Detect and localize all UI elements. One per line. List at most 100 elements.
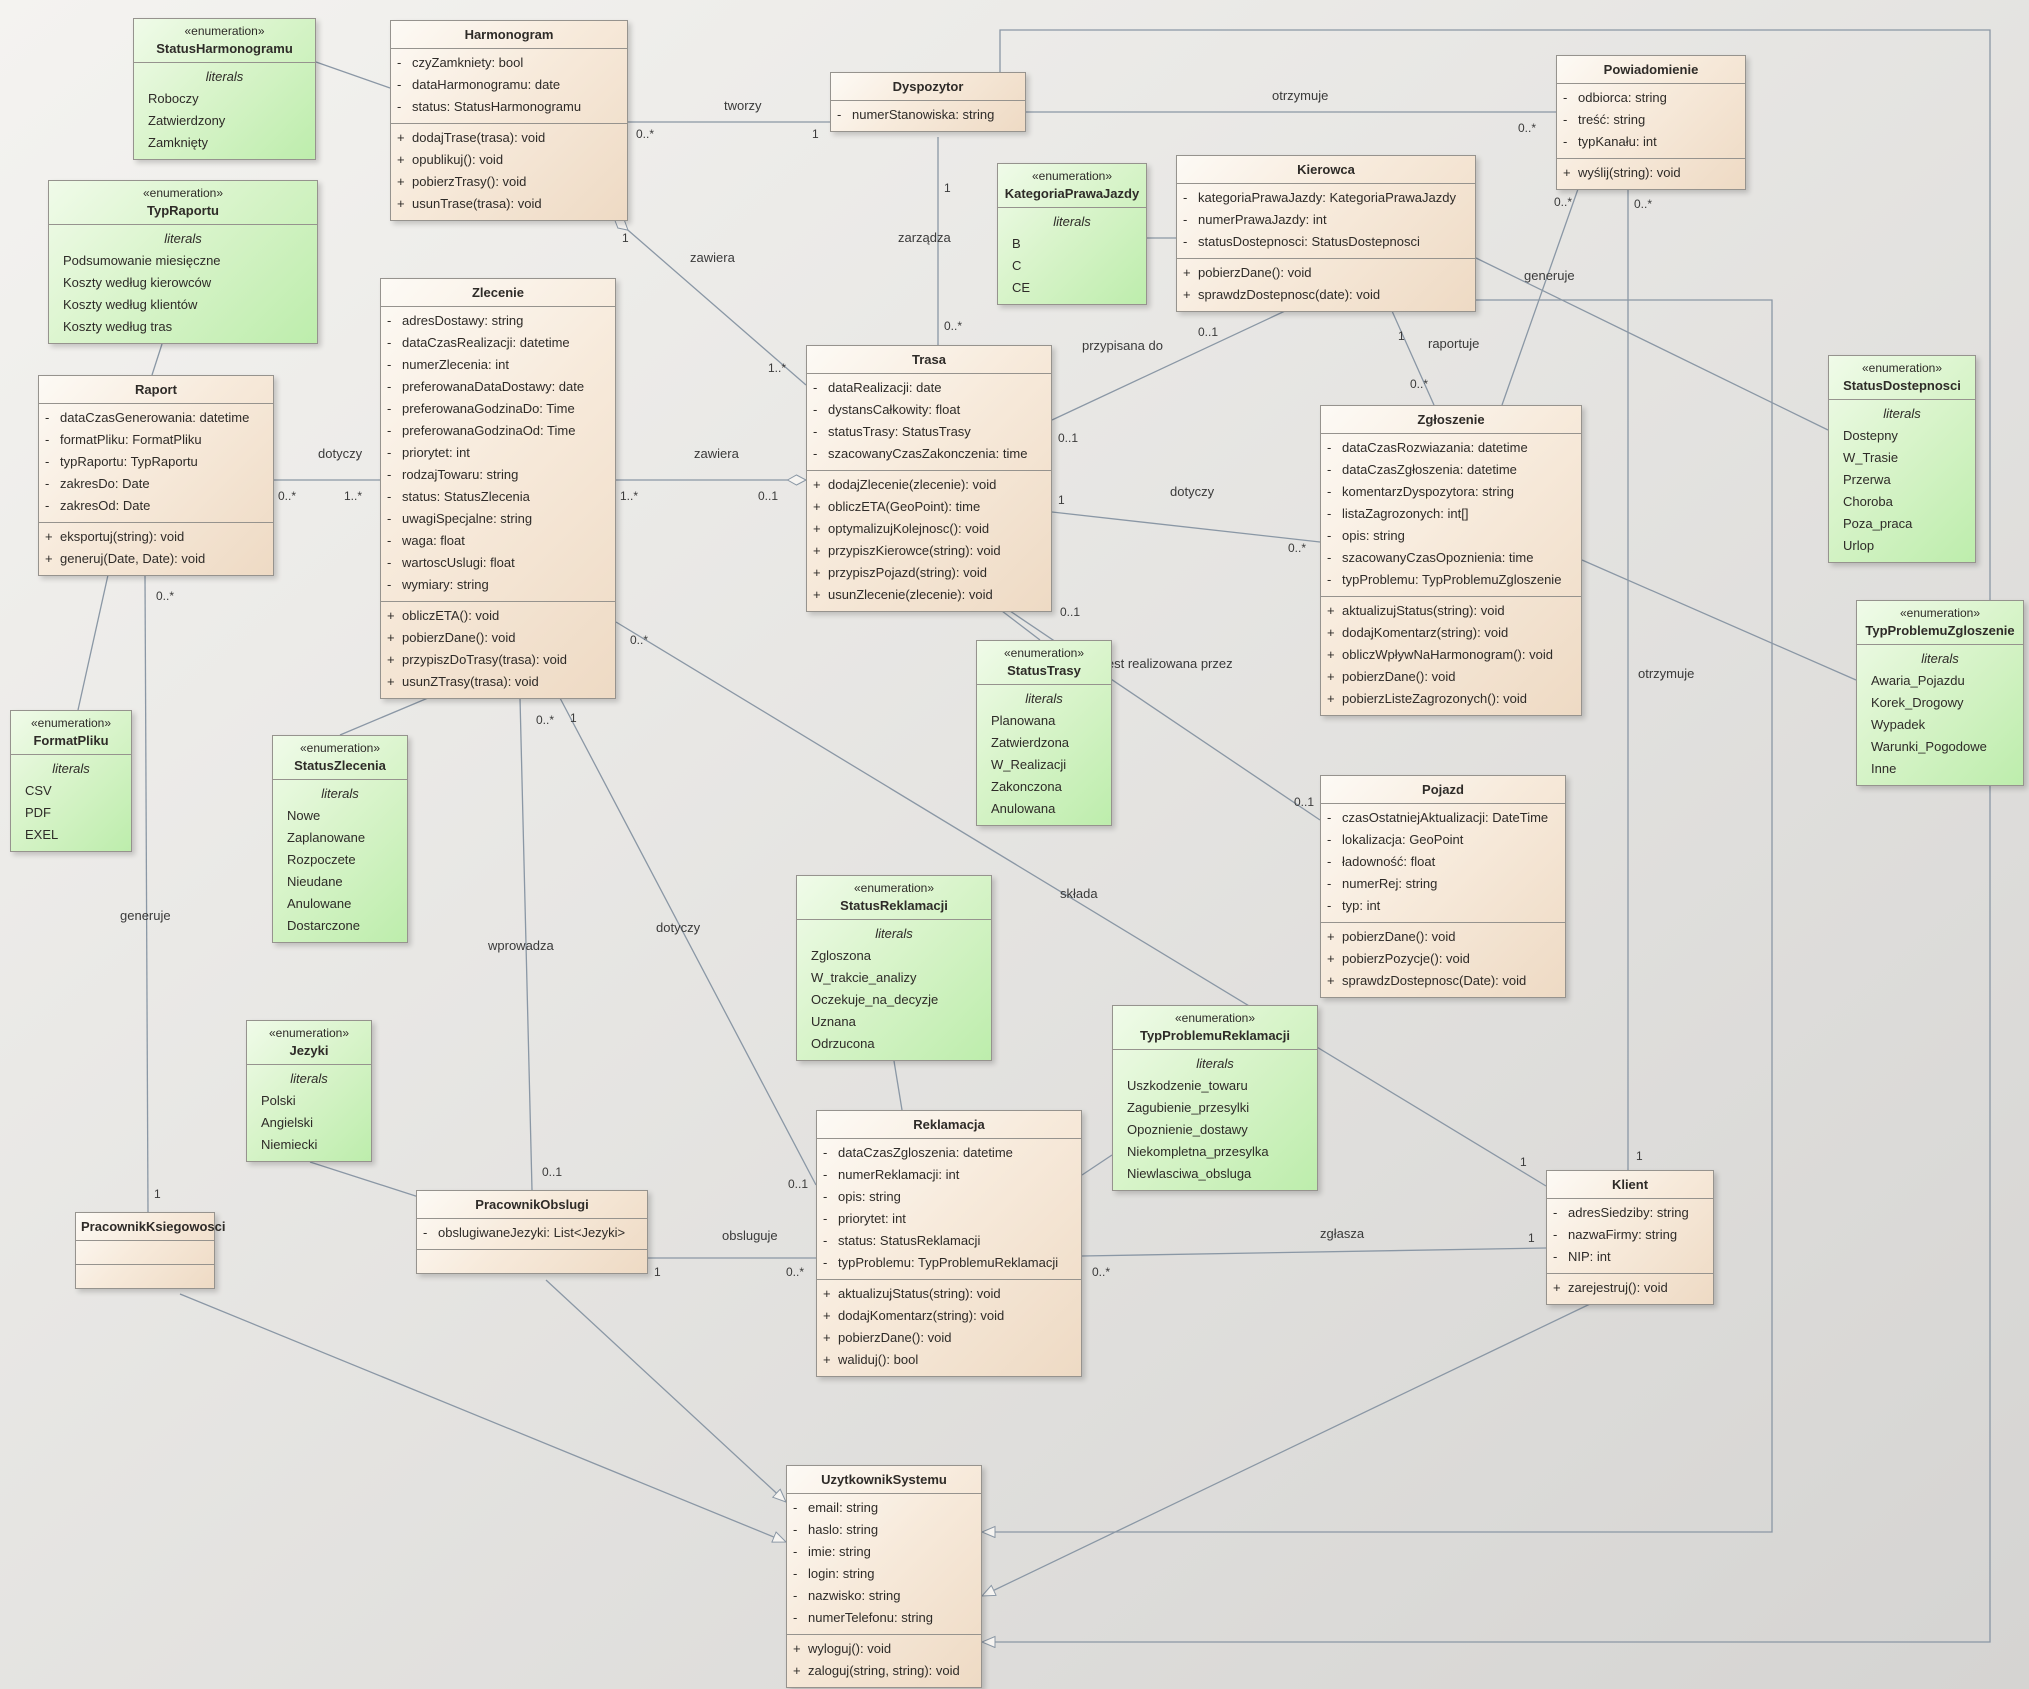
visibility-marker: - [813,380,818,395]
enum-literal: Urlop [1843,538,1875,553]
attribute-row: -czyZamkniety: bool [391,52,627,74]
method-row: +usunTrase(trasa): void [391,193,627,215]
class-harmonogram[interactable]: Harmonogram-czyZamkniety: bool-dataHarmo… [390,20,628,221]
class-klient[interactable]: Klient-adresSiedziby: string-nazwaFirmy:… [1546,1170,1714,1305]
member-text: usunZTrasy(trasa): void [402,674,539,689]
attributes-compartment: -kategoriaPrawaJazdy: KategoriaPrawaJazd… [1177,183,1475,258]
methods-compartment: +wyślij(string): void [1557,158,1745,189]
node-title: PracownikKsiegowosci [81,1219,226,1234]
member-text: treść: string [1578,112,1646,127]
edge-reklamacja-statusreklamacji[interactable] [893,1060,903,1111]
enum-literal: Inne [1871,761,1897,776]
visibility-marker: + [1183,287,1191,302]
member-text: uwagiSpecjalne: string [402,511,533,526]
visibility-marker: - [1563,112,1568,127]
edge-label-jest-realizowana-przez: jest realizowana przez [1103,656,1233,671]
class-kierowca[interactable]: Kierowca-kategoriaPrawaJazdy: KategoriaP… [1176,155,1476,312]
class-pojazd[interactable]: Pojazd-czasOstatniejAktualizacji: DateTi… [1320,775,1566,998]
attribute-row: -treść: string [1557,109,1745,131]
member-text: preferowanaGodzinaOd: Time [402,423,576,438]
member-text: odbiorca: string [1578,90,1667,105]
edge-pracownikobslugi-jezyki[interactable] [309,1161,429,1201]
node-title: Zlecenie [471,285,525,300]
edge-gen-pracownik-ksiegowosci[interactable] [179,1293,786,1542]
visibility-marker: + [1327,973,1335,988]
member-text: zaloguj(string, string): void [808,1663,960,1678]
class-uzytkownik-systemu[interactable]: UzytkownikSystemu-email: string-haslo: s… [786,1465,982,1688]
visibility-marker: - [793,1566,798,1581]
edge-label-przypisana-do: przypisana do [1082,338,1163,353]
edge-raport-typraportu[interactable] [151,343,163,376]
visibility-marker: - [793,1500,798,1515]
member-text: czasOstatniejAktualizacji: DateTime [1342,810,1549,825]
edge-gen-klient[interactable] [982,1303,1591,1597]
attribute-row: -opis: string [1321,525,1581,547]
edge-multiplicity: 1 [1636,1149,1643,1163]
class-powiadomienie[interactable]: Powiadomienie-odbiorca: string-treść: st… [1556,55,1746,190]
edge-zgloszenie-typproblemuzgloszenie[interactable] [1581,559,1857,681]
edge-gen-kierowca[interactable] [982,299,1773,1532]
edge-raport-formatpliku[interactable] [77,574,109,711]
visibility-marker: - [45,454,50,469]
edge-trasa-statustrasy[interactable] [1001,610,1041,641]
edge-zlecenie-statuszlecenia[interactable] [339,697,429,736]
node-title: UzytkownikSystemu [821,1472,947,1487]
class-reklamacja[interactable]: Reklamacja-dataCzasZgloszenia: datetime-… [816,1110,1082,1377]
class-trasa[interactable]: Trasa-dataRealizacji: date-dystansCałkow… [806,345,1052,612]
edge-gen-dyspozytor[interactable] [982,29,1991,1642]
member-text: opis: string [1342,528,1405,543]
edge-harmonogram-statusharmonogramu[interactable] [315,61,391,89]
member-text: sprawdzDostepnosc(Date): void [1342,973,1527,988]
literals-label: literals [205,69,244,84]
class-raport[interactable]: Raport-dataCzasGenerowania: datetime-for… [38,375,274,576]
node-title: Zgłoszenie [1417,412,1485,427]
edge-multiplicity: 0..* [278,489,296,503]
edge-multiplicity: 0..1 [1058,431,1078,445]
enum-literal: Awaria_Pojazdu [1871,673,1965,688]
method-row: +przypiszKierowce(string): void [807,540,1051,562]
class-zgloszenie[interactable]: Zgłoszenie-dataCzasRozwiazania: datetime… [1320,405,1582,716]
class-pracownik-obslugi[interactable]: PracownikObslugi-obslugiwaneJezyki: List… [416,1190,648,1274]
visibility-marker: - [837,107,842,122]
class-pracownik-ksiegowosci[interactable]: PracownikKsiegowosci [75,1212,226,1289]
class-dyspozytor[interactable]: Dyspozytor-numerStanowiska: string [830,72,1026,132]
edge-przypisana-do[interactable]: przypisana do0..10..1 [1051,310,1286,445]
edge-gen-pracownik-obslugi[interactable] [545,1279,786,1502]
attribute-row: -szacowanyCzasZakonczenia: time [807,443,1051,465]
visibility-marker: + [793,1663,801,1678]
class-zlecenie[interactable]: Zlecenie-adresDostawy: string-dataCzasRe… [380,278,616,699]
member-text: typRaportu: TypRaportu [60,454,198,469]
edge-kierowca-statusdostepnosci[interactable] [1475,257,1829,431]
visibility-marker: - [1183,234,1188,249]
edge-reklamacja-typproblemureklamacji[interactable] [1081,1154,1113,1176]
member-text: wymiary: string [402,577,489,592]
